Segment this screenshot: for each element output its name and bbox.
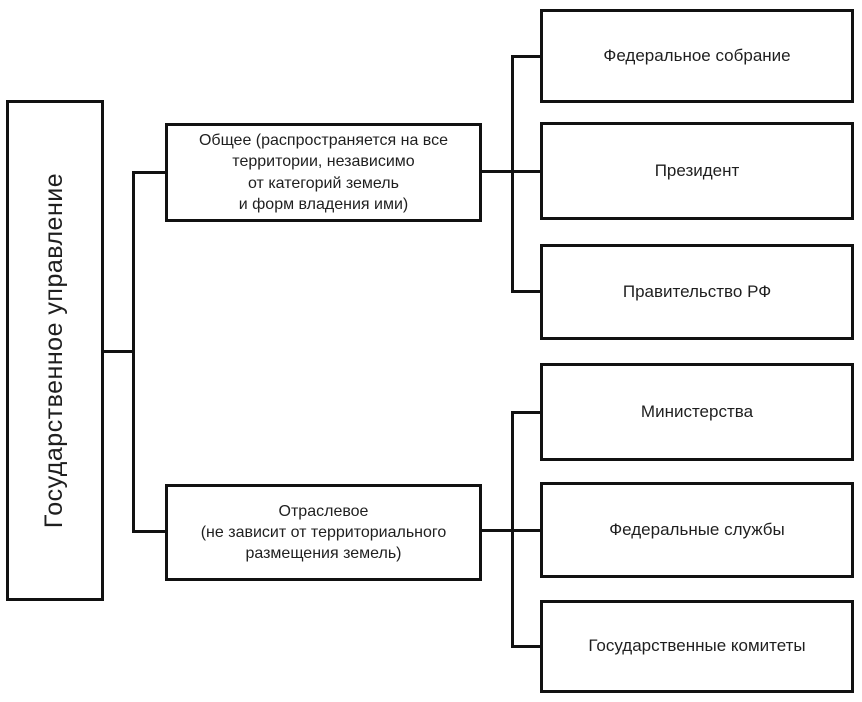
- node-sectoral-management: Отраслевое (не зависит от территориально…: [165, 484, 482, 581]
- node-sectoral-management-label: Отраслевое (не зависит от территориально…: [200, 502, 447, 563]
- node-president-label: Президент: [654, 160, 740, 180]
- connector-to-federal-assembly: [514, 55, 540, 58]
- node-general-management: Общее (распространяется на все территори…: [165, 123, 482, 222]
- connector-root-to-trunk: [104, 350, 134, 353]
- node-ministries-label: Министерства: [640, 401, 754, 421]
- node-general-management-label: Общее (распространяется на все территори…: [198, 132, 449, 213]
- node-federal-services-label: Федеральные службы: [609, 519, 785, 539]
- connector-left-trunk: [132, 171, 135, 533]
- connector-right-trunk-bottom: [511, 411, 514, 648]
- connector-to-state-committees: [514, 645, 540, 648]
- node-state-committees-label: Государственные комитеты: [588, 636, 806, 656]
- node-state-management-label: Государственное управление: [40, 172, 69, 529]
- node-ministries: Министерства: [540, 363, 854, 461]
- node-state-management: Государственное управление: [6, 100, 104, 601]
- connector-right-trunk-top: [511, 55, 514, 293]
- node-federal-assembly-label: Федеральное собрание: [603, 45, 791, 65]
- node-state-committees: Государственные комитеты: [540, 600, 854, 693]
- connector-trunk-to-general: [135, 171, 165, 174]
- connector-to-government: [514, 290, 540, 293]
- node-president: Президент: [540, 122, 854, 220]
- node-government-rf: Правительство РФ: [540, 244, 854, 340]
- node-government-rf-label: Правительство РФ: [622, 281, 772, 301]
- connector-to-ministries: [514, 411, 540, 414]
- node-federal-assembly: Федеральное собрание: [540, 9, 854, 103]
- node-federal-services: Федеральные службы: [540, 482, 854, 578]
- connector-trunk-to-sectoral: [135, 530, 165, 533]
